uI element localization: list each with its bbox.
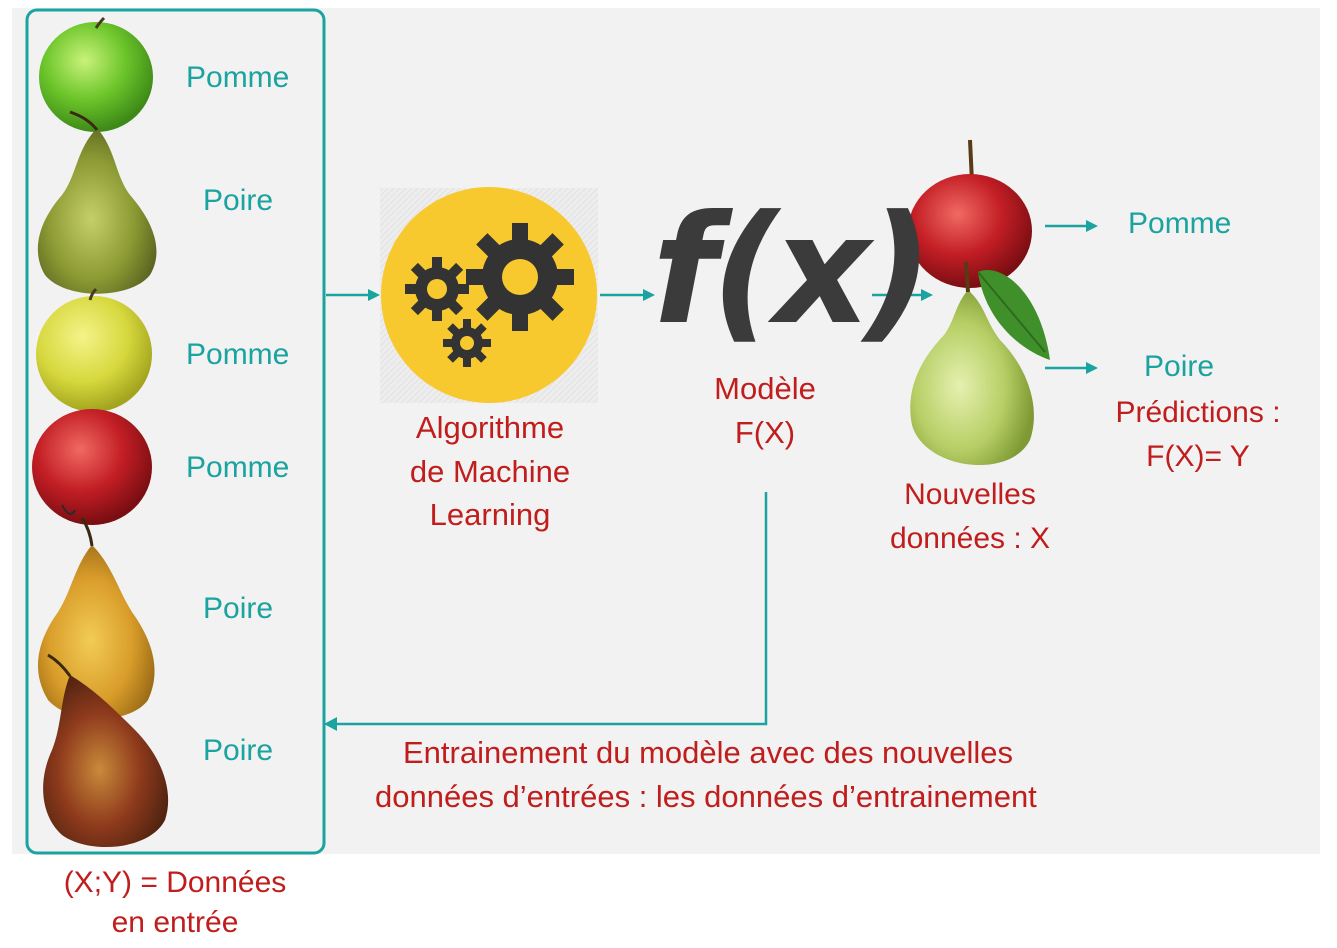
training-label: Pomme <box>186 338 290 371</box>
predictions-label-line1: Prédictions : <box>1115 396 1281 429</box>
new-data-label-line1: Nouvelles <box>904 478 1036 511</box>
output-label-pomme: Pomme <box>1128 207 1232 240</box>
yellow-apple-image <box>36 287 152 412</box>
red-apple-image <box>32 409 152 525</box>
green-pear-image <box>37 110 157 294</box>
red-apple-new-image <box>908 139 1032 288</box>
red-pear-image <box>43 653 169 847</box>
model-label-line1: Modèle <box>714 371 816 406</box>
green-pear-new-image <box>910 261 1034 466</box>
leaf-image <box>977 270 1050 360</box>
feedback-text-line1: Entrainement du modèle avec des nouvelle… <box>403 735 1014 770</box>
feedback-arrow <box>336 492 768 726</box>
model-label-line2: F(X) <box>734 415 796 450</box>
training-caption-line2: en entrée <box>111 906 239 939</box>
training-label: Pomme <box>186 451 290 484</box>
output-label-poire: Poire <box>1144 350 1215 383</box>
training-label: Pomme <box>186 61 290 94</box>
training-caption-line1: (X;Y) = Données <box>63 866 287 899</box>
training-label: Poire <box>203 734 274 767</box>
algorithm-label-line3: Learning <box>429 497 551 532</box>
model-function-symbol: f(x) <box>652 184 933 358</box>
training-label: Poire <box>203 184 274 217</box>
yellow-pear-image <box>37 517 155 719</box>
green-apple-image <box>39 16 153 132</box>
algorithm-label-line2: de Machine <box>409 454 571 489</box>
feedback-text-line2: données d’entrées : les données d’entrai… <box>375 779 1037 814</box>
algorithm-label-line1: Algorithme <box>415 410 565 445</box>
diagram-background <box>12 8 1320 854</box>
new-data-label-line2: données : X <box>889 522 1051 555</box>
predictions-label-line2: F(X)= Y <box>1146 440 1250 473</box>
gears-icon <box>380 187 598 403</box>
training-label: Poire <box>203 592 274 625</box>
training-data-box <box>25 8 326 855</box>
